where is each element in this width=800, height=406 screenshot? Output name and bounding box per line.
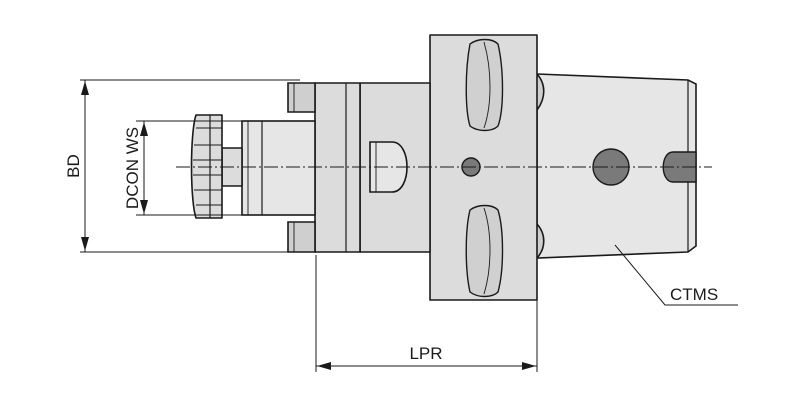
taper-shank — [536, 73, 697, 259]
label-dcon-ws: DCON WS — [123, 127, 142, 209]
mid-body — [359, 82, 431, 253]
dimension-dcon-ws — [136, 120, 248, 216]
guide-pad-top — [287, 82, 316, 113]
label-bd: BD — [64, 154, 83, 178]
key-slot-top — [465, 38, 504, 132]
shank — [241, 120, 316, 216]
label-ctms: CTMS — [670, 285, 718, 304]
guide-pad-bottom — [287, 221, 316, 253]
dimension-bd — [80, 79, 300, 253]
drive-slot — [662, 151, 697, 183]
dimension-lpr — [315, 255, 538, 372]
relief-groove — [369, 141, 408, 193]
label-lpr: LPR — [409, 344, 442, 363]
flange — [429, 34, 538, 301]
key-slot-bottom — [465, 204, 504, 298]
clamping-nut — [190, 114, 223, 219]
leader-ctms — [614, 244, 738, 306]
